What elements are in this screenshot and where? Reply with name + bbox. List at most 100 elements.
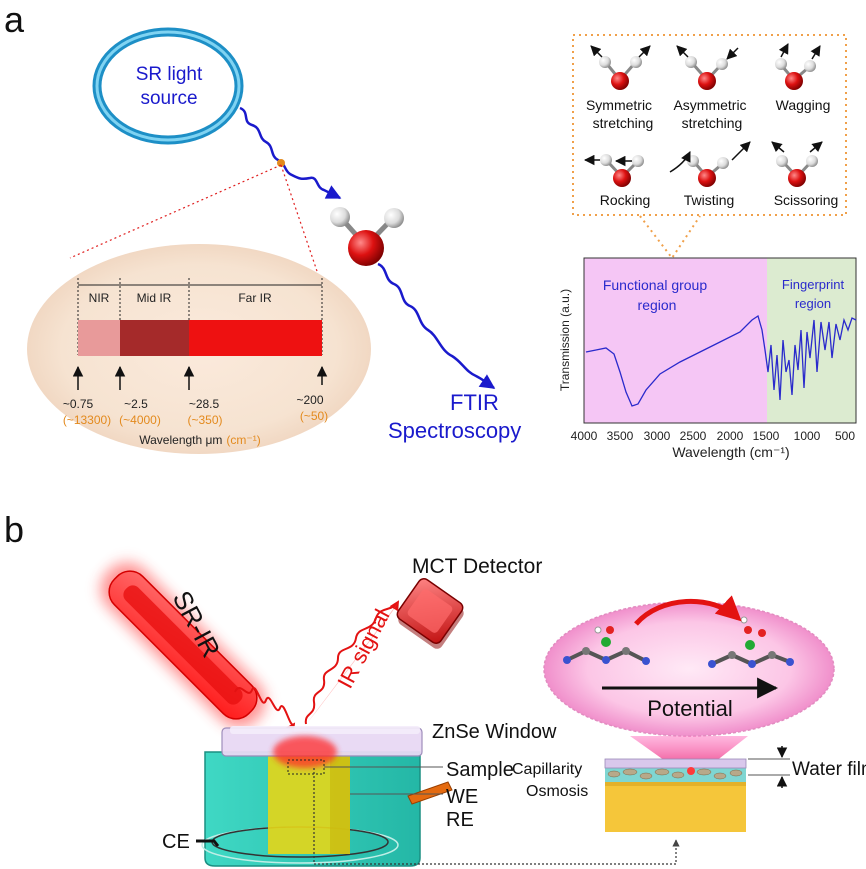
hydrogen-atom bbox=[775, 58, 787, 70]
band-far-ir bbox=[189, 320, 322, 356]
oxygen-atom bbox=[698, 169, 716, 187]
znse-window-label: ZnSe Window bbox=[432, 721, 557, 743]
atom-n bbox=[748, 660, 756, 668]
mode-scissoring: Scissoring bbox=[771, 141, 839, 208]
hydrogen-atom bbox=[630, 56, 642, 68]
hydrogen-atom bbox=[685, 56, 697, 68]
motion-arrow bbox=[638, 45, 651, 58]
cone-beam bbox=[630, 736, 748, 780]
motion-arrow bbox=[810, 45, 821, 60]
reflected-ir-fill bbox=[308, 600, 400, 722]
ir-spot-glow bbox=[273, 736, 337, 768]
interface-zoom: Potential bbox=[543, 595, 835, 832]
grain bbox=[729, 769, 743, 777]
motion-arrow bbox=[731, 141, 751, 161]
ir-xtick-2000: 2000 bbox=[717, 429, 744, 443]
electrode-layer-shade bbox=[605, 780, 746, 786]
oxygen-atom bbox=[613, 169, 631, 187]
atom-o bbox=[744, 626, 752, 634]
band-label-far-ir: Far IR bbox=[238, 291, 272, 305]
ir-spectrum-bands: NIR Mid IR Far IR ~0.75 (~13300) ~2.5 (~… bbox=[27, 244, 371, 454]
beam-core bbox=[123, 585, 243, 705]
reflected-ir-wave bbox=[304, 600, 400, 725]
oxygen-atom bbox=[788, 169, 806, 187]
window-layer bbox=[604, 758, 747, 769]
band-axis-label: Wavelength μm(cm⁻¹) bbox=[139, 433, 261, 447]
grain bbox=[713, 772, 727, 780]
atom-n bbox=[642, 657, 650, 665]
sr-wave-1 bbox=[239, 106, 342, 200]
atom-h bbox=[740, 616, 748, 624]
band-axis-label-text: Wavelength μm bbox=[139, 433, 222, 447]
plot-frame bbox=[583, 257, 857, 424]
transformation-arrow bbox=[634, 595, 742, 626]
atom-c bbox=[768, 651, 776, 659]
grain bbox=[607, 770, 621, 778]
band-nir bbox=[78, 320, 120, 356]
ir-plot-xlabel: Wavelength (cm⁻¹) bbox=[672, 444, 789, 460]
ftir-line2: Spectroscopy bbox=[388, 418, 521, 443]
functional-group-label-1: Functional group bbox=[603, 277, 708, 293]
mode-label-scissoring: Scissoring bbox=[774, 192, 839, 208]
ir-xtick-4000: 4000 bbox=[571, 429, 598, 443]
electrode-layer bbox=[605, 780, 746, 832]
mode-label-twisting: Twisting bbox=[684, 192, 735, 208]
motion-arrow bbox=[778, 43, 789, 58]
particle-grains bbox=[607, 768, 743, 780]
detector-face bbox=[407, 589, 453, 633]
atom-n bbox=[786, 658, 794, 666]
oxygen-atom bbox=[698, 72, 716, 90]
molecule-after bbox=[708, 616, 794, 668]
panel-a-label: a bbox=[4, 0, 25, 40]
sr-source-line1: SR light bbox=[136, 64, 203, 85]
molecule-before bbox=[563, 626, 650, 665]
marker-wn-2: (~4000) bbox=[119, 413, 161, 427]
hydrogen-atom bbox=[806, 155, 818, 167]
focal-spot bbox=[687, 767, 695, 775]
water-molecule bbox=[330, 207, 404, 266]
re-label: RE bbox=[446, 809, 474, 831]
mct-detector bbox=[396, 578, 464, 649]
band-mid-ir bbox=[120, 320, 189, 356]
hydrogen-atom-left bbox=[330, 207, 350, 227]
hydrogen-atom-right bbox=[384, 208, 404, 228]
potential-label: Potential bbox=[647, 696, 733, 721]
modes-frame bbox=[572, 34, 847, 216]
oxygen-atom bbox=[785, 72, 803, 90]
modes-callout bbox=[639, 215, 701, 260]
marker-wn-4: (~50) bbox=[300, 409, 328, 423]
motion-arrow bbox=[590, 45, 603, 58]
ce-label: CE bbox=[162, 831, 190, 853]
motion-arrow bbox=[809, 141, 823, 153]
ir-xtick-2500: 2500 bbox=[680, 429, 707, 443]
mode-label-symmetric-1: Symmetric bbox=[586, 97, 652, 113]
band-label-mid-ir: Mid IR bbox=[137, 291, 172, 305]
capillarity-label: Capillarity bbox=[512, 761, 582, 778]
atom-c bbox=[622, 647, 630, 655]
ir-xtick-500: 500 bbox=[835, 429, 855, 443]
vibration-modes-box: Symmetric stretching Asymmetric stretchi… bbox=[572, 34, 847, 260]
hydrogen-atom bbox=[776, 155, 788, 167]
hydrogen-atom bbox=[804, 60, 816, 72]
band-label-nir: NIR bbox=[89, 291, 110, 305]
marker-value-4: ~200 bbox=[296, 393, 323, 407]
atom-o bbox=[606, 626, 614, 634]
grain bbox=[696, 768, 712, 776]
ir-signal-label: IR signal bbox=[332, 605, 394, 692]
mode-wagging: Wagging bbox=[775, 43, 831, 113]
marker-wn-1: (~13300) bbox=[63, 413, 111, 427]
sr-source-line2: source bbox=[140, 88, 197, 109]
osmosis-label: Osmosis bbox=[526, 783, 588, 800]
fingerprint-label-1: Fingerprint bbox=[782, 277, 845, 292]
hydrogen-atom bbox=[687, 155, 699, 167]
hydrogen-atom bbox=[717, 157, 729, 169]
sample-label: Sample bbox=[446, 759, 514, 781]
motion-arrow bbox=[676, 45, 689, 58]
mode-label-wagging: Wagging bbox=[776, 97, 831, 113]
ir-plot-ylabel: Transmission (a.u.) bbox=[558, 289, 572, 391]
ir-xtick-1000: 1000 bbox=[794, 429, 821, 443]
motion-arrow bbox=[726, 47, 739, 60]
atom-n bbox=[708, 660, 716, 668]
atom-n bbox=[602, 656, 610, 664]
ftir-line1: FTIR bbox=[450, 390, 499, 415]
